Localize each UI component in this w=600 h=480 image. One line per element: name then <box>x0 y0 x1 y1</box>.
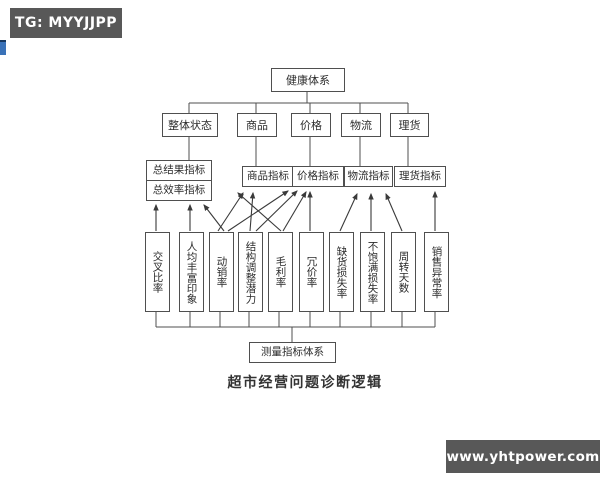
node-summary-indicators: 总结果指标 总效率指标 <box>146 160 212 201</box>
node-price: 价格 <box>291 113 331 137</box>
node-logistics: 物流 <box>341 113 381 137</box>
blue-fragment <box>0 40 6 55</box>
node-measurement-indicator-system: 测量指标体系 <box>249 342 336 363</box>
metric-structure-adjustment-potential: 结构调整潜力 <box>238 232 263 312</box>
watermark-bottom-right: www.yhtpower.com <box>446 440 600 473</box>
metric-stockout-loss-rate: 缺货损失率 <box>329 232 354 312</box>
node-tally-indicator: 理货指标 <box>394 166 446 187</box>
node-total-result-indicator: 总结果指标 <box>147 161 211 181</box>
node-merchandise: 商品 <box>237 113 277 137</box>
node-overall-status: 整体状态 <box>162 113 218 137</box>
node-price-indicator: 价格指标 <box>292 166 344 187</box>
node-merchandise-indicator: 商品指标 <box>242 166 294 187</box>
bus-connectors <box>155 310 436 342</box>
node-logistics-indicator: 物流指标 <box>344 166 393 187</box>
metric-gross-margin-rate: 毛利率 <box>268 232 293 312</box>
metric-underfill-loss-rate: 不饱满损失率 <box>360 232 385 312</box>
metric-sell-through-rate: 动销率 <box>209 232 234 312</box>
node-total-efficiency-indicator: 总效率指标 <box>152 184 206 197</box>
diagram-caption: 超市经营问题诊断逻辑 <box>227 375 383 391</box>
node-health-system: 健康体系 <box>271 68 345 92</box>
metric-redundant-price-rate: 冗价率 <box>299 232 324 312</box>
watermark-top-left: TG: MYYJJPP <box>10 8 122 38</box>
metric-cross-ratio: 交叉比率 <box>145 232 170 312</box>
metric-per-capita-richness-impression: 人均丰富印象 <box>179 232 204 312</box>
metric-sales-abnormality-rate: 销售异常率 <box>424 232 449 312</box>
node-tally: 理货 <box>390 113 429 137</box>
metric-turnover-days: 周转天数 <box>391 232 416 312</box>
